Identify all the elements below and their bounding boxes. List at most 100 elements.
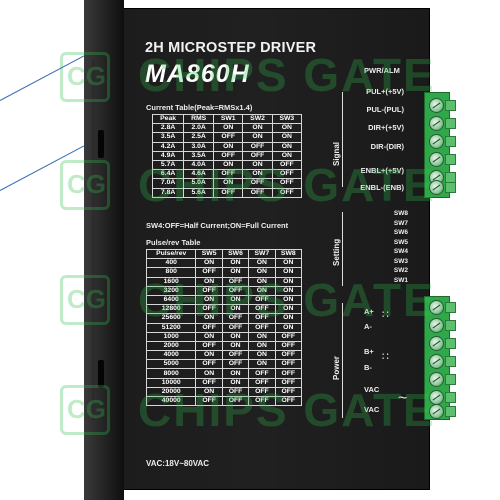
mounting-slot (98, 130, 104, 158)
table-cell: OFF (271, 169, 303, 180)
terminal-screw (429, 180, 444, 195)
table-cell: OFF (274, 331, 303, 342)
product-title: 2H MICROSTEP DRIVER (145, 40, 317, 56)
watermark-logo: CG (60, 160, 110, 210)
table-cell: ON (248, 340, 276, 352)
table-header-cell: SW1 (213, 113, 244, 125)
model-number: MA860H (145, 60, 250, 88)
signal-bracket (342, 92, 343, 187)
table-cell: 7.8A (151, 187, 185, 198)
coil-b-symbol: ∷ (382, 351, 389, 363)
table-cell: ON (213, 123, 244, 134)
table-cell: OFF (248, 368, 276, 379)
terminal-pin (445, 154, 456, 165)
table-cell: OFF (274, 340, 303, 352)
table-cell: 2.8A (151, 123, 185, 134)
pin-label: SW2 (393, 267, 408, 274)
table-cell: OFF (274, 395, 303, 407)
pin-label: B- (364, 363, 372, 372)
table-cell: ON (221, 340, 250, 352)
pin-label: A+ (364, 307, 374, 316)
table-cell: ON (271, 123, 303, 134)
table-cell: ON (195, 368, 223, 379)
terminal-pin (445, 392, 456, 403)
setting-bracket (342, 212, 343, 286)
table-cell: ON (213, 141, 244, 152)
current-table-note: SW4:OFF=Half Current;ON=Full Current (146, 221, 289, 230)
table-cell: 2.0A (183, 123, 215, 134)
pin-label: VAC (364, 385, 380, 394)
table-cell: ON (242, 123, 273, 134)
table-header-cell: Pulse/rev (145, 248, 197, 260)
terminal-pin (445, 182, 456, 193)
table-cell: ON (221, 331, 250, 342)
table-cell: 8000 (145, 368, 197, 379)
watermark-text: CHIPS GATE (138, 274, 436, 326)
ac-symbol: ~ (398, 390, 408, 407)
terminal-pin (445, 118, 456, 129)
table-cell: ON (271, 141, 303, 152)
table-cell: ON (248, 359, 276, 370)
table-cell: OFF (195, 359, 223, 370)
table-cell: 5.7A (151, 159, 185, 171)
table-cell: 400 (145, 258, 197, 269)
terminal-screw (429, 318, 444, 333)
pulse-table-caption: Pulse/rev Table (146, 238, 201, 247)
table-cell: ON (274, 258, 303, 269)
table-cell: 6.4A (151, 169, 185, 180)
table-cell: ON (221, 258, 250, 269)
enclosure-mounting-flange (84, 0, 124, 500)
table-cell: OFF (221, 350, 250, 361)
table-cell: OFF (221, 359, 250, 370)
table-cell: ON (195, 258, 223, 269)
terminal-pin (445, 320, 456, 331)
table-cell: 2000 (145, 340, 197, 352)
pin-label: ENBL-(ENB) (360, 183, 404, 192)
table-cell: 2.5A (183, 132, 215, 143)
table-cell: OFF (271, 159, 303, 171)
table-cell: 4.9A (151, 150, 185, 161)
table-cell: ON (195, 350, 223, 361)
pin-label: SW3 (393, 257, 408, 265)
terminal-pin (445, 338, 456, 349)
pin-label: ENBL+(+5V) (360, 166, 404, 175)
current-table-caption: Current Table(Peak=RMSx1.4) (146, 103, 253, 112)
table-header-cell: SW3 (271, 113, 303, 125)
watermark-text: CHIPS GATE (138, 384, 436, 436)
pin-label: B+ (364, 347, 374, 356)
power-bracket (342, 303, 343, 418)
watermark-text: CHIPS GATE (138, 159, 436, 211)
table-header-cell: Peak (151, 113, 185, 125)
terminal-screw (429, 98, 444, 113)
table-cell: 1000 (145, 331, 197, 342)
table-cell: 4.2A (151, 141, 185, 152)
table-cell: ON (271, 150, 303, 161)
table-cell: ON (248, 350, 276, 361)
terminal-screw (429, 354, 444, 369)
table-header-cell: SW2 (242, 113, 273, 125)
terminal-screw (429, 152, 444, 167)
pin-label: SW5 (393, 238, 408, 246)
pin-label: PUL-(PUL) (366, 105, 405, 114)
terminal-screw (429, 116, 444, 131)
pin-label: DIR-(DIR) (370, 142, 404, 151)
watermark-logo: CG (60, 52, 110, 102)
table-header-cell: SW7 (248, 248, 276, 260)
table-cell: ON (195, 331, 223, 342)
table-header-cell: SW6 (221, 248, 250, 260)
table-cell: OFF (274, 368, 303, 379)
